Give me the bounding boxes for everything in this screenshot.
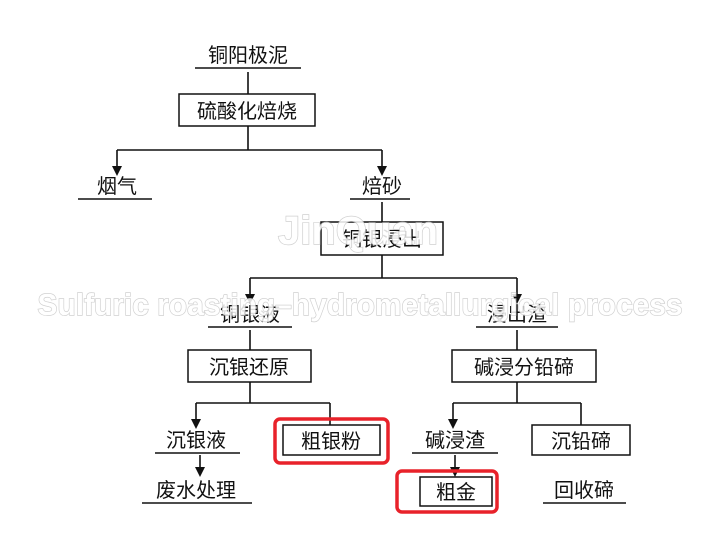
node-crude-silver-powder: 粗银粉 bbox=[282, 424, 381, 456]
node-sulfation-roasting: 硫酸化焙烧 bbox=[178, 93, 316, 127]
node-tellurium-recovery: 回收碲 bbox=[543, 478, 626, 504]
box-pb-te-precipitation bbox=[531, 424, 631, 456]
node-silver-reduction: 沉银还原 bbox=[187, 349, 312, 383]
node-calcine: 焙砂 bbox=[350, 174, 410, 200]
arrowhead-flue-gas bbox=[112, 166, 122, 176]
label-crude-gold: 粗金 bbox=[436, 480, 476, 504]
node-copper-silver-solution: 铜银液 bbox=[208, 302, 292, 328]
watermark-brand: JinQuan bbox=[278, 209, 438, 253]
label-copper-anode-slime: 铜阳极泥 bbox=[208, 43, 288, 67]
highlight-crude-silver-powder bbox=[273, 417, 390, 465]
node-copper-silver-leaching: 铜银浸出 bbox=[320, 221, 444, 256]
label-silver-barren-solution: 沉银液 bbox=[166, 428, 226, 452]
watermark-caption: Sulfuric roasting–hydrometallurgical pro… bbox=[38, 287, 683, 322]
node-flue-gas: 烟气 bbox=[78, 174, 152, 200]
box-sulfation-roasting bbox=[178, 93, 316, 127]
node-wastewater-treatment: 废水处理 bbox=[142, 478, 252, 504]
box-silver-reduction bbox=[187, 349, 312, 383]
label-silver-reduction: 沉银还原 bbox=[209, 355, 289, 379]
arrowhead-calcine bbox=[377, 166, 387, 176]
label-sulfation-roasting: 硫酸化焙烧 bbox=[197, 99, 297, 123]
box-alkali-leach-pb-te bbox=[451, 349, 597, 383]
node-silver-barren-solution: 沉银液 bbox=[155, 428, 240, 454]
node-alkali-leach-pb-te: 碱浸分铅碲 bbox=[451, 349, 597, 383]
node-alkali-leach-residue: 碱浸渣 bbox=[412, 428, 498, 454]
label-crude-silver-powder: 粗银粉 bbox=[301, 429, 361, 453]
arrowhead-wastewater bbox=[195, 467, 205, 477]
node-copper-anode-slime: 铜阳极泥 bbox=[195, 43, 301, 69]
flow-connectors bbox=[116, 72, 582, 472]
node-leach-residue: 浸出渣 bbox=[476, 302, 558, 328]
node-crude-gold: 粗金 bbox=[419, 476, 493, 507]
node-pb-te-precipitation: 沉铅碲 bbox=[531, 424, 631, 456]
highlight-crude-gold bbox=[395, 469, 499, 514]
arrowhead-silver-barren-solution bbox=[191, 419, 201, 429]
label-wastewater-treatment: 废水处理 bbox=[156, 478, 236, 502]
label-leach-residue: 浸出渣 bbox=[487, 302, 547, 326]
label-alkali-leach-residue: 碱浸渣 bbox=[425, 428, 485, 452]
label-copper-silver-leaching: 铜银浸出 bbox=[342, 227, 422, 251]
label-flue-gas: 烟气 bbox=[97, 174, 137, 198]
label-tellurium-recovery: 回收碲 bbox=[554, 478, 614, 502]
label-calcine: 焙砂 bbox=[362, 174, 402, 198]
box-crude-silver-powder bbox=[282, 424, 381, 456]
arrowhead-copper-silver-solution bbox=[245, 294, 255, 304]
arrowhead-leach-residue bbox=[512, 294, 522, 304]
label-alkali-leach-pb-te: 碱浸分铅碲 bbox=[474, 355, 574, 379]
label-pb-te-precipitation: 沉铅碲 bbox=[551, 429, 611, 453]
label-copper-silver-solution: 铜银液 bbox=[220, 302, 280, 326]
arrowhead-alkali-leach-residue bbox=[448, 419, 458, 429]
box-crude-gold bbox=[419, 476, 493, 507]
box-copper-silver-leaching bbox=[320, 221, 444, 256]
